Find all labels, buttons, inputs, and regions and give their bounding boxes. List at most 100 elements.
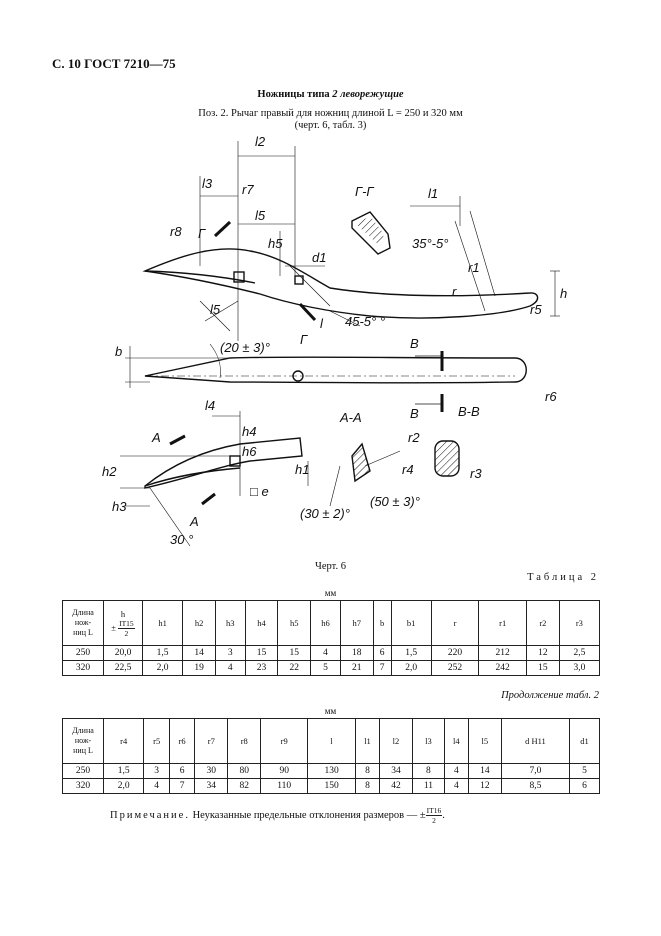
section-mark-g-bottom: Г xyxy=(300,332,308,347)
section-title-b-b: В-В xyxy=(458,404,480,419)
table-cell: 34 xyxy=(378,763,413,779)
dim-r8: r8 xyxy=(170,224,182,239)
table-cell: 2,0 xyxy=(141,660,184,676)
note-label: Примечание. xyxy=(110,809,190,821)
table-cell: 2,5 xyxy=(558,645,601,661)
table-cell: 5 xyxy=(569,763,600,779)
header-length: Длина нож- ниц L xyxy=(62,718,104,764)
caption-line-1: Поз. 2. Рычаг правый для ножниц длиной L… xyxy=(198,108,463,119)
table-cell: 7 xyxy=(168,778,196,794)
table-cell: 2,0 xyxy=(102,778,145,794)
table-cell: 4 xyxy=(214,660,246,676)
angle-45: 45-5° ° xyxy=(345,314,385,329)
table-cell: 220 xyxy=(430,645,480,661)
header-cell: h1 xyxy=(141,600,184,646)
header-cell: h4 xyxy=(244,600,279,646)
section-mark-b-bottom: В xyxy=(410,406,419,421)
section-title-a-a: А-А xyxy=(339,410,362,425)
note-text: Неуказанные предельные отклонения размер… xyxy=(192,809,426,821)
section-mark-a-bottom: А xyxy=(189,514,199,529)
unit-label-2: мм xyxy=(324,706,337,716)
header-cell: l1 xyxy=(355,718,380,764)
header-cell: r1 xyxy=(478,600,527,646)
table-cell: 21 xyxy=(339,660,374,676)
dim-h3: h3 xyxy=(112,499,127,514)
table-cell: 8 xyxy=(355,778,380,794)
table-cell: 320 xyxy=(62,660,104,676)
dim-h5: h5 xyxy=(268,236,283,251)
table-cell: 1,5 xyxy=(390,645,432,661)
lever-side-view xyxy=(144,356,527,384)
dim-r3: r3 xyxy=(470,466,482,481)
angle-30: 30 ° xyxy=(170,532,193,547)
table-cell: 18 xyxy=(339,645,374,661)
table-cell: 4 xyxy=(143,778,170,794)
header-length: Длина нож- ниц L xyxy=(62,600,104,646)
section-mark-b-top: В xyxy=(410,336,419,351)
dim-l5-bottom: l5 xyxy=(210,302,221,317)
header-cell: h7 xyxy=(339,600,374,646)
section-mark-g-top: Г xyxy=(198,226,206,241)
header-cell: b1 xyxy=(390,600,432,646)
table-cell: 6 xyxy=(168,763,196,779)
dim-r5: r5 xyxy=(530,302,542,317)
dim-h6: h6 xyxy=(242,444,257,459)
dim-h1: h1 xyxy=(295,462,309,477)
unit-label-1: мм xyxy=(324,588,337,598)
header-cell: r7 xyxy=(194,718,229,764)
page-header: С. 10 ГОСТ 7210—75 xyxy=(52,56,176,71)
angle-35: 35°-5° xyxy=(412,236,448,251)
technical-drawing: l2 l3 r7 r8 l5 Г h5 d1 45-5° ° l l5 Г Г-… xyxy=(102,134,567,547)
table-cell: 6 xyxy=(569,778,600,794)
dim-l1: l1 xyxy=(428,186,438,201)
dim-r: r xyxy=(452,284,457,299)
jaw-detail xyxy=(144,437,303,489)
table-row: 320 22,5 2,0 19 4 23 22 5 21 7 2,0 252 2… xyxy=(62,660,601,676)
table-cell: 212 xyxy=(478,645,527,661)
table-cell: 8,5 xyxy=(500,778,571,794)
section-mark-a-top: А xyxy=(151,430,161,445)
table-cell: 4 xyxy=(443,778,469,794)
table-cell: 7 xyxy=(372,660,392,676)
table-cell: 90 xyxy=(260,763,309,779)
caption-line-2: (черт. 6, табл. 3) xyxy=(294,120,367,131)
header-cell: l5 xyxy=(467,718,502,764)
header-cell: d1 xyxy=(569,718,600,764)
table-cell: 242 xyxy=(478,660,527,676)
table-cell: 8 xyxy=(411,763,445,779)
section-b-b xyxy=(434,440,460,477)
header-cell: r8 xyxy=(227,718,262,764)
table-cell: 3,0 xyxy=(558,660,601,676)
table-cell: 23 xyxy=(244,660,279,676)
table-cell: 11 xyxy=(411,778,445,794)
table-cell: 12 xyxy=(525,645,560,661)
figure-caption: Поз. 2. Рычаг правый для ножниц длиной L… xyxy=(0,108,661,132)
dim-r4: r4 xyxy=(402,462,414,477)
table-cell: 15 xyxy=(525,660,560,676)
header-cell: r2 xyxy=(525,600,560,646)
table-cell: 20,0 xyxy=(103,645,143,661)
table-cell: 1,5 xyxy=(141,645,184,661)
table-cell: 3 xyxy=(143,763,170,779)
table-cell: 12 xyxy=(467,778,502,794)
table-cell: 19 xyxy=(182,660,216,676)
dim-r2: r2 xyxy=(408,430,420,445)
dim-b: b xyxy=(115,344,122,359)
dim-r1: r1 xyxy=(468,260,480,275)
dim-l5: l5 xyxy=(255,208,266,223)
section-a-a xyxy=(351,442,371,483)
table-header-row: Длина нож- ниц L r4 r5 r6 r7 r8 r9 l l1 … xyxy=(62,718,600,764)
table-cell: 8 xyxy=(355,763,380,779)
table-cell: 3 xyxy=(214,645,246,661)
dim-r7: r7 xyxy=(242,182,254,197)
dim-d1: d1 xyxy=(312,250,326,265)
table-cell: 150 xyxy=(307,778,357,794)
header-cell: r3 xyxy=(558,600,601,646)
note: Примечание. Неуказанные предельные откло… xyxy=(110,806,445,825)
dim-l2: l2 xyxy=(255,134,266,149)
table-cell: 130 xyxy=(307,763,357,779)
table-cell: 5 xyxy=(310,660,341,676)
header-cell: l2 xyxy=(378,718,413,764)
